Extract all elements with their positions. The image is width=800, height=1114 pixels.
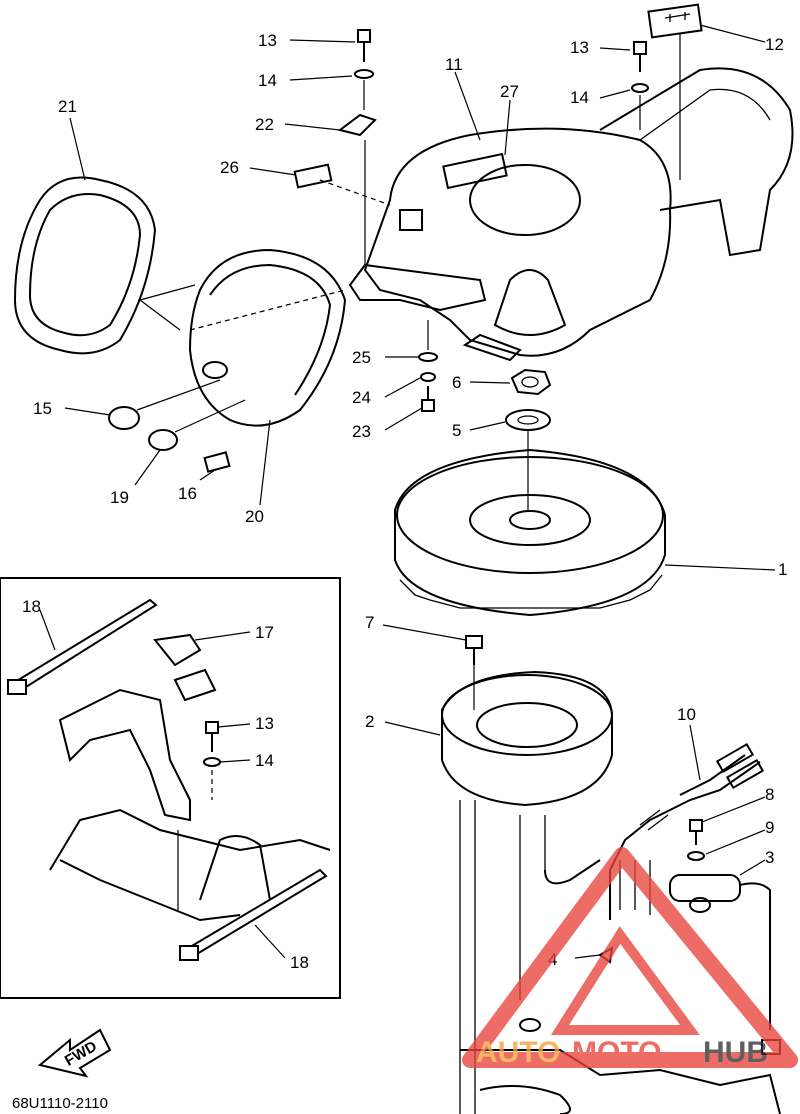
callout-20: 20 [245, 507, 264, 526]
bolt-8 [689, 819, 703, 845]
callout-21: 21 [58, 97, 77, 116]
fwd-arrow-icon: FWD [37, 1028, 112, 1078]
callout-14-right: 14 [570, 88, 589, 107]
callout-7: 7 [365, 613, 374, 632]
callout-12: 12 [765, 35, 784, 54]
flywheel-1 [394, 448, 666, 617]
stator-2 [441, 670, 613, 807]
watermark-auto: AUTO [476, 1036, 560, 1069]
watermark-logo: AUTO MOTO HUB [462, 847, 798, 1069]
cap-19 [148, 399, 246, 451]
bolt-13-right [631, 41, 649, 130]
callouts: 13 14 22 26 11 27 13 14 12 21 15 19 16 2… [22, 31, 787, 972]
callout-9: 9 [765, 818, 774, 837]
bolt-13-top [354, 29, 374, 110]
washer-24 [420, 372, 436, 382]
grommet-12 [647, 3, 703, 180]
cap-15 [108, 379, 221, 430]
detail-inset [0, 577, 341, 999]
flywheel-cover [363, 67, 794, 357]
washer-5 [505, 409, 551, 510]
callout-11: 11 [445, 55, 463, 74]
callout-18-bottom: 18 [290, 953, 309, 972]
callout-15: 15 [33, 399, 52, 418]
callout-13-top: 13 [258, 31, 277, 50]
plate-16 [199, 451, 231, 481]
bracket-assembly [293, 113, 522, 362]
callout-8: 8 [765, 785, 774, 804]
callout-14-inset: 14 [255, 751, 274, 770]
watermark-hub: HUB [703, 1036, 768, 1069]
callout-6: 6 [452, 373, 461, 392]
callout-14-top: 14 [258, 71, 277, 90]
callout-18-top: 18 [22, 597, 41, 616]
callout-22: 22 [255, 115, 274, 134]
callout-3: 3 [765, 848, 774, 867]
silencer-20 [139, 248, 347, 427]
watermark-triangle-icon [462, 847, 798, 1068]
callout-26: 26 [220, 158, 239, 177]
seal-21 [13, 176, 196, 355]
washer-9 [687, 851, 705, 861]
drawing-code: 68U1110-2110 [12, 1095, 108, 1112]
washer-25 [418, 320, 438, 362]
callout-27: 27 [500, 82, 519, 101]
nut-6 [510, 368, 552, 396]
bolt-23 [421, 386, 435, 412]
callout-17: 17 [255, 623, 274, 642]
callout-23: 23 [352, 422, 371, 441]
callout-13-inset: 13 [255, 714, 274, 733]
callout-16: 16 [178, 484, 197, 503]
callout-19: 19 [110, 488, 129, 507]
callout-25: 25 [352, 348, 371, 367]
callout-10: 10 [677, 705, 696, 724]
callout-13-right: 13 [570, 38, 589, 57]
callout-2: 2 [365, 712, 374, 731]
bolt-7 [465, 635, 483, 710]
callout-24: 24 [352, 388, 371, 407]
callout-5: 5 [452, 421, 461, 440]
leader-lines [39, 24, 776, 959]
callout-1: 1 [778, 560, 787, 579]
watermark-moto: MOTO [572, 1036, 661, 1069]
